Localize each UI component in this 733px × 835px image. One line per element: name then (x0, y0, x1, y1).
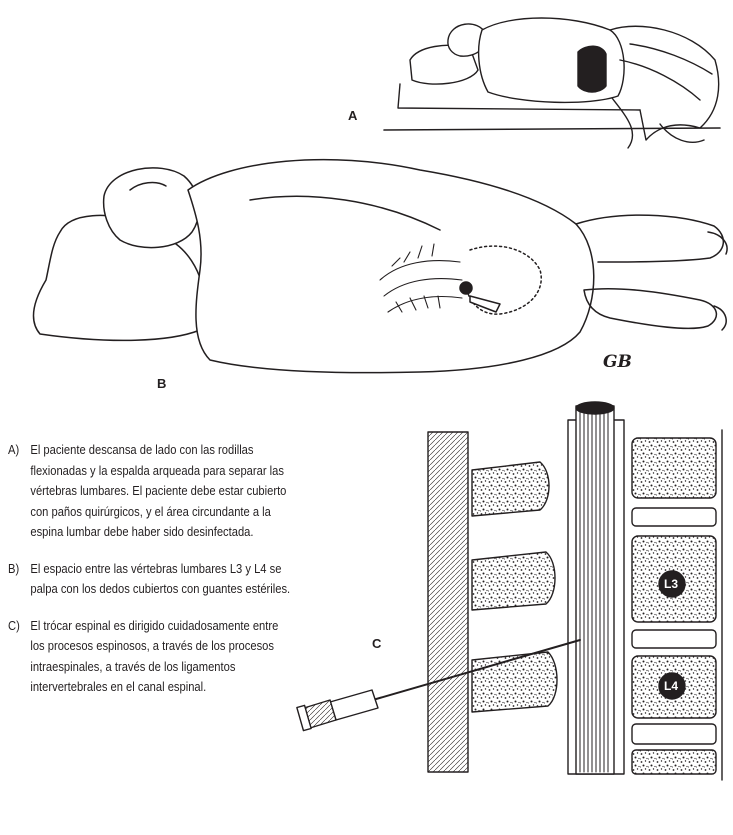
spinous-process (472, 552, 555, 610)
caption-letter: B) (8, 559, 30, 600)
caption-item: A) El paciente descansa de lado con las … (8, 440, 292, 543)
vertebra-label-l3: L3 (664, 577, 678, 591)
caption-text: El trócar espinal es dirigido cuidadosam… (30, 616, 291, 698)
figure-label-c: C (372, 636, 381, 651)
caption-text: El espacio entre las vértebras lumbares … (30, 559, 291, 600)
caption-item: C) El trócar espinal es dirigido cuidado… (8, 616, 292, 698)
spinous-process (472, 652, 557, 712)
caption-item: B) El espacio entre las vértebras lumbar… (8, 559, 292, 600)
figure-label-b: B (157, 376, 166, 391)
figure-label-a: A (348, 108, 357, 123)
caption-list: A) El paciente descansa de lado con las … (8, 440, 292, 714)
panel-c-drawing (297, 402, 722, 780)
caption-letter: A) (8, 440, 30, 543)
caption-text: El paciente descansa de lado con las rod… (30, 440, 291, 543)
panel-b-drawing (33, 160, 727, 373)
spinous-process (472, 462, 549, 516)
panel-a-drawing (384, 18, 720, 148)
artist-signature: GB (603, 352, 632, 372)
vertebra-label-l4: L4 (664, 679, 678, 693)
caption-letter: C) (8, 616, 30, 698)
